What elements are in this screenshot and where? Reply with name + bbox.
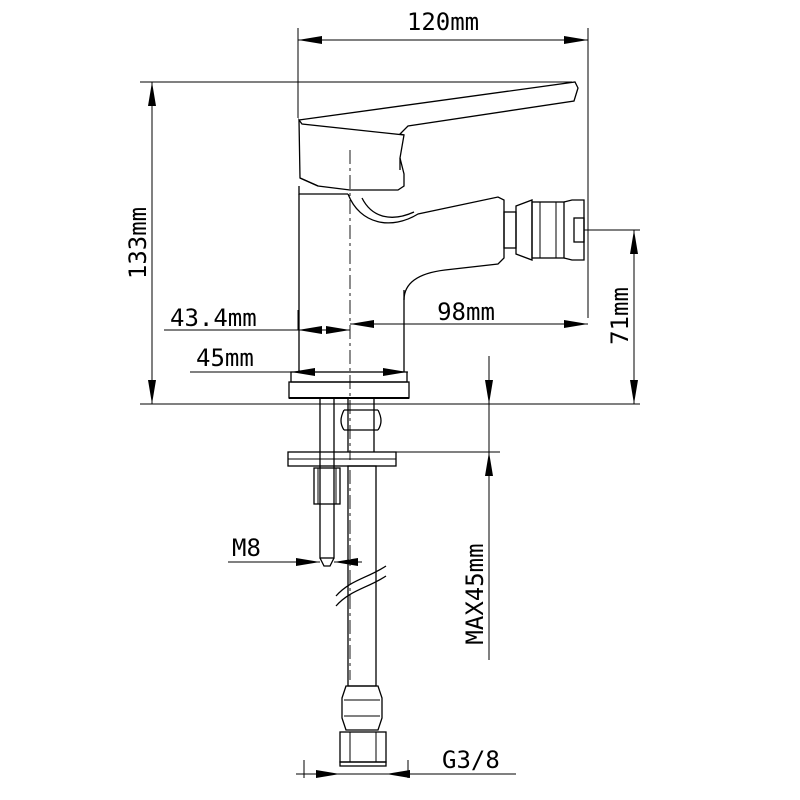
label-spout-height: 71mm: [606, 287, 634, 345]
spout: [347, 193, 505, 301]
threaded-stud: [319, 397, 335, 559]
dim-hose-thread: G3/8: [296, 746, 516, 778]
dim-spout-reach: 98mm: [350, 298, 588, 328]
dim-width-total: 120mm: [298, 8, 588, 44]
base-plate: [288, 371, 410, 399]
label-height-total: 133mm: [124, 207, 152, 279]
dim-mount-thickness: MAX45mm: [461, 380, 493, 660]
label-mount-thickness: MAX45mm: [461, 543, 489, 644]
lever-top: [298, 81, 579, 136]
faucet-body: [288, 81, 585, 399]
label-spout-reach: 98mm: [437, 298, 495, 326]
label-base-diameter: 45mm: [196, 344, 254, 372]
hose-hex-nut: [339, 731, 387, 763]
dim-stud-thread: M8: [228, 534, 362, 566]
label-stud-thread: M8: [232, 534, 261, 562]
nozzle: [503, 199, 585, 261]
extension-lines: [140, 28, 640, 778]
lever-handle: [298, 118, 405, 191]
dim-spout-height: 71mm: [606, 230, 638, 404]
label-width-total: 120mm: [407, 8, 479, 36]
dim-height-total: 133mm: [124, 82, 156, 404]
body-cylinder: [298, 194, 405, 372]
dim-body-offset: 43.4mm: [164, 304, 350, 334]
mount-nut: [313, 467, 341, 505]
braided-hose: [347, 465, 377, 687]
dim-base-diameter: 45mm: [190, 344, 408, 376]
label-hose-thread: G3/8: [442, 746, 500, 774]
mounting-assembly: [287, 397, 397, 767]
label-body-offset: 43.4mm: [170, 304, 257, 332]
